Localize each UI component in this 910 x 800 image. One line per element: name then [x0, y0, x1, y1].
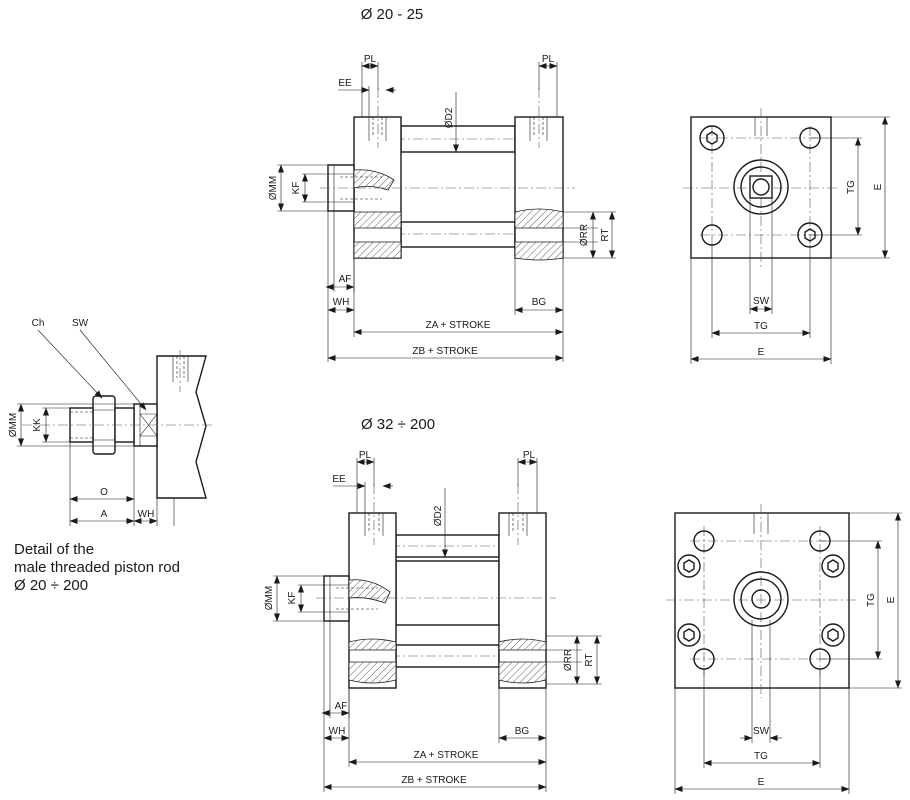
- label-za-2: ZA + STROKE: [414, 750, 479, 761]
- cylinder-body-broken: [156, 355, 207, 499]
- label-tg-1: TG: [846, 180, 857, 194]
- caption-line-2: male threaded piston rod: [14, 559, 180, 576]
- title-large-bore: Ø 32 ÷ 200: [361, 416, 435, 433]
- rod-bushing-small: [733, 159, 789, 215]
- cap-screw-icon: [821, 554, 845, 578]
- front-view-small-bore: [683, 108, 840, 268]
- label-sw-detail: SW: [72, 318, 89, 329]
- label-pl-2: PL: [542, 54, 555, 65]
- label-mm-detail: ØMM: [8, 413, 19, 437]
- label-o: O: [100, 487, 108, 498]
- label-af-1: AF: [339, 274, 352, 285]
- rear-end-cap-large: [498, 512, 547, 689]
- label-af-2: AF: [335, 701, 348, 712]
- label-rr-2: ØRR: [563, 649, 574, 671]
- front-plate-large: [674, 512, 850, 689]
- label-wh-detail: WH: [138, 509, 155, 520]
- front-end-cap-large: [348, 512, 397, 689]
- label-wh-1: WH: [333, 297, 350, 308]
- barrel-body-large: [395, 560, 500, 626]
- barrel-lower: [400, 221, 516, 248]
- label-kf-1: KF: [291, 182, 302, 195]
- label-pl-4: PL: [523, 450, 536, 461]
- label-pl-3: PL: [359, 450, 372, 461]
- label-rt-1: RT: [600, 228, 611, 241]
- label-ee-1: EE: [338, 78, 352, 89]
- label-pl-1: PL: [364, 54, 377, 65]
- side-view-small-bore: [320, 88, 575, 261]
- label-e-1: E: [873, 183, 884, 190]
- label-tg-3: TG: [866, 593, 877, 607]
- label-bg-1: BG: [532, 297, 547, 308]
- label-zb-1: ZB + STROKE: [412, 346, 478, 357]
- label-rt-2: RT: [584, 653, 595, 666]
- label-e-2: E: [758, 347, 765, 358]
- label-mm-1: ØMM: [268, 176, 279, 200]
- cap-screw-icon: [677, 623, 701, 647]
- label-wh-2: WH: [329, 726, 346, 737]
- side-view-large-bore: [316, 484, 556, 689]
- cap-screw-icon: [677, 554, 701, 578]
- label-e-3: E: [886, 596, 897, 603]
- label-rr-1: ØRR: [579, 224, 590, 246]
- dims-side-small: PL EE PL ØD2 ØMM KF ØRR RT: [268, 54, 616, 362]
- label-e-4: E: [758, 777, 765, 788]
- dims-detail: Ch SW ØMM KK O A WH: [8, 318, 175, 526]
- rod-bushing-large: [733, 571, 789, 627]
- label-sw-1: SW: [753, 296, 770, 307]
- dims-side-large: PL EE PL ØD2 ØMM KF ØRR RT AF: [264, 450, 602, 792]
- label-tg-2: TG: [754, 321, 768, 332]
- label-bg-2: BG: [515, 726, 530, 737]
- title-small-bore: Ø 20 - 25: [361, 6, 424, 23]
- label-a: A: [101, 509, 108, 520]
- caption-line-1: Detail of the: [14, 541, 95, 558]
- label-d2-1: ØD2: [444, 107, 455, 128]
- label-ee-2: EE: [332, 474, 346, 485]
- front-view-large-bore: [666, 504, 858, 698]
- label-mm-2: ØMM: [264, 586, 275, 610]
- label-kk: KK: [32, 418, 43, 432]
- detail-rod-view: [22, 350, 215, 499]
- rear-end-cap: [514, 116, 564, 259]
- caption-line-3: Ø 20 ÷ 200: [14, 577, 89, 594]
- label-tg-4: TG: [754, 751, 768, 762]
- tie-rod-hole-icon: [693, 530, 715, 552]
- label-ch: Ch: [32, 318, 45, 329]
- cap-screw-icon: [699, 125, 725, 151]
- label-d2-2: ØD2: [433, 505, 444, 526]
- detail-caption: Detail of the male threaded piston rod Ø…: [14, 541, 180, 595]
- cap-screw-icon: [821, 623, 845, 647]
- label-kf-2: KF: [287, 592, 298, 605]
- label-sw-2: SW: [753, 726, 770, 737]
- piston-rod-end-large: [323, 575, 350, 622]
- label-zb-2: ZB + STROKE: [401, 775, 467, 786]
- dims-front-large: TG E SW TG E: [674, 512, 902, 794]
- dims-front-small: TG E SW TG E: [690, 116, 890, 364]
- label-za-1: ZA + STROKE: [426, 320, 491, 331]
